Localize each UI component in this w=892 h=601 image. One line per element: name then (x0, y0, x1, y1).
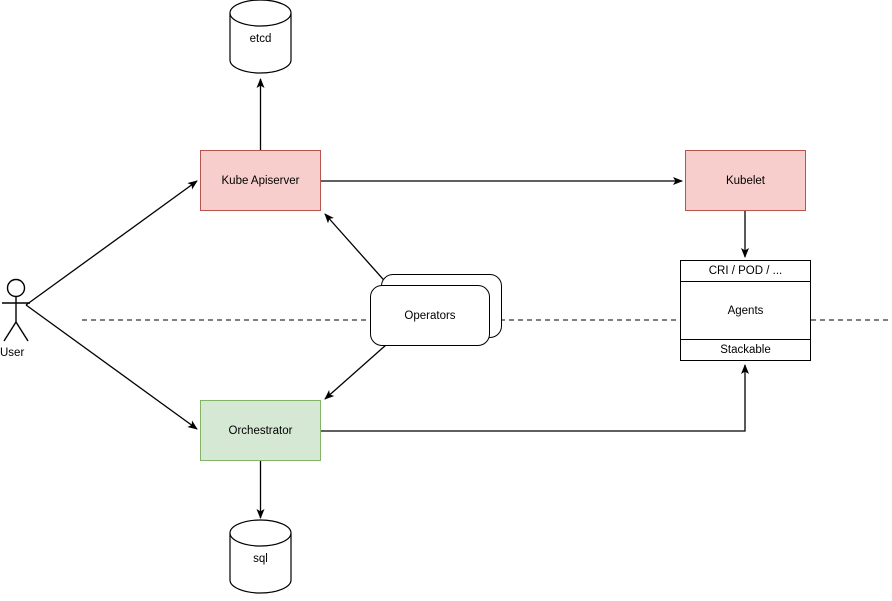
edge-operators-to-kube-apiserver (324, 213, 391, 288)
node-operators-label: Operators (404, 309, 456, 322)
edge-user-to-kube-apiserver (25, 180, 198, 306)
agents-stack-top-section[interactable]: CRI / POD / ... (681, 261, 810, 282)
node-kube-apiserver-label: Kube Apiserver (221, 174, 300, 187)
edge-operators-to-orchestrator (324, 344, 387, 400)
agents-stack-middle-label: Agents (727, 304, 764, 317)
agents-stack-bottom-section[interactable]: Stackable (681, 339, 810, 360)
node-kubelet-label: Kubelet (725, 174, 765, 187)
node-kubelet[interactable]: Kubelet (685, 150, 806, 211)
sql-cylinder-shape (229, 519, 292, 594)
edge-user-to-orchestrator (25, 304, 198, 430)
user-actor-icon (2, 278, 30, 342)
node-operators[interactable]: Operators (370, 285, 490, 346)
agents-stack-container[interactable]: CRI / POD / ... Agents Stackable (680, 260, 811, 361)
agents-stack-top-label: CRI / POD / ... (708, 265, 783, 277)
agents-stack-bottom-label: Stackable (720, 344, 771, 356)
node-kube-apiserver[interactable]: Kube Apiserver (200, 150, 321, 211)
edge-orchestrator-to-stackable (321, 364, 749, 432)
node-orchestrator[interactable]: Orchestrator (200, 400, 321, 461)
agents-stack-middle-section[interactable]: Agents (681, 282, 810, 339)
node-orchestrator-label: Orchestrator (228, 424, 293, 437)
etcd-cylinder-shape (229, 0, 292, 74)
